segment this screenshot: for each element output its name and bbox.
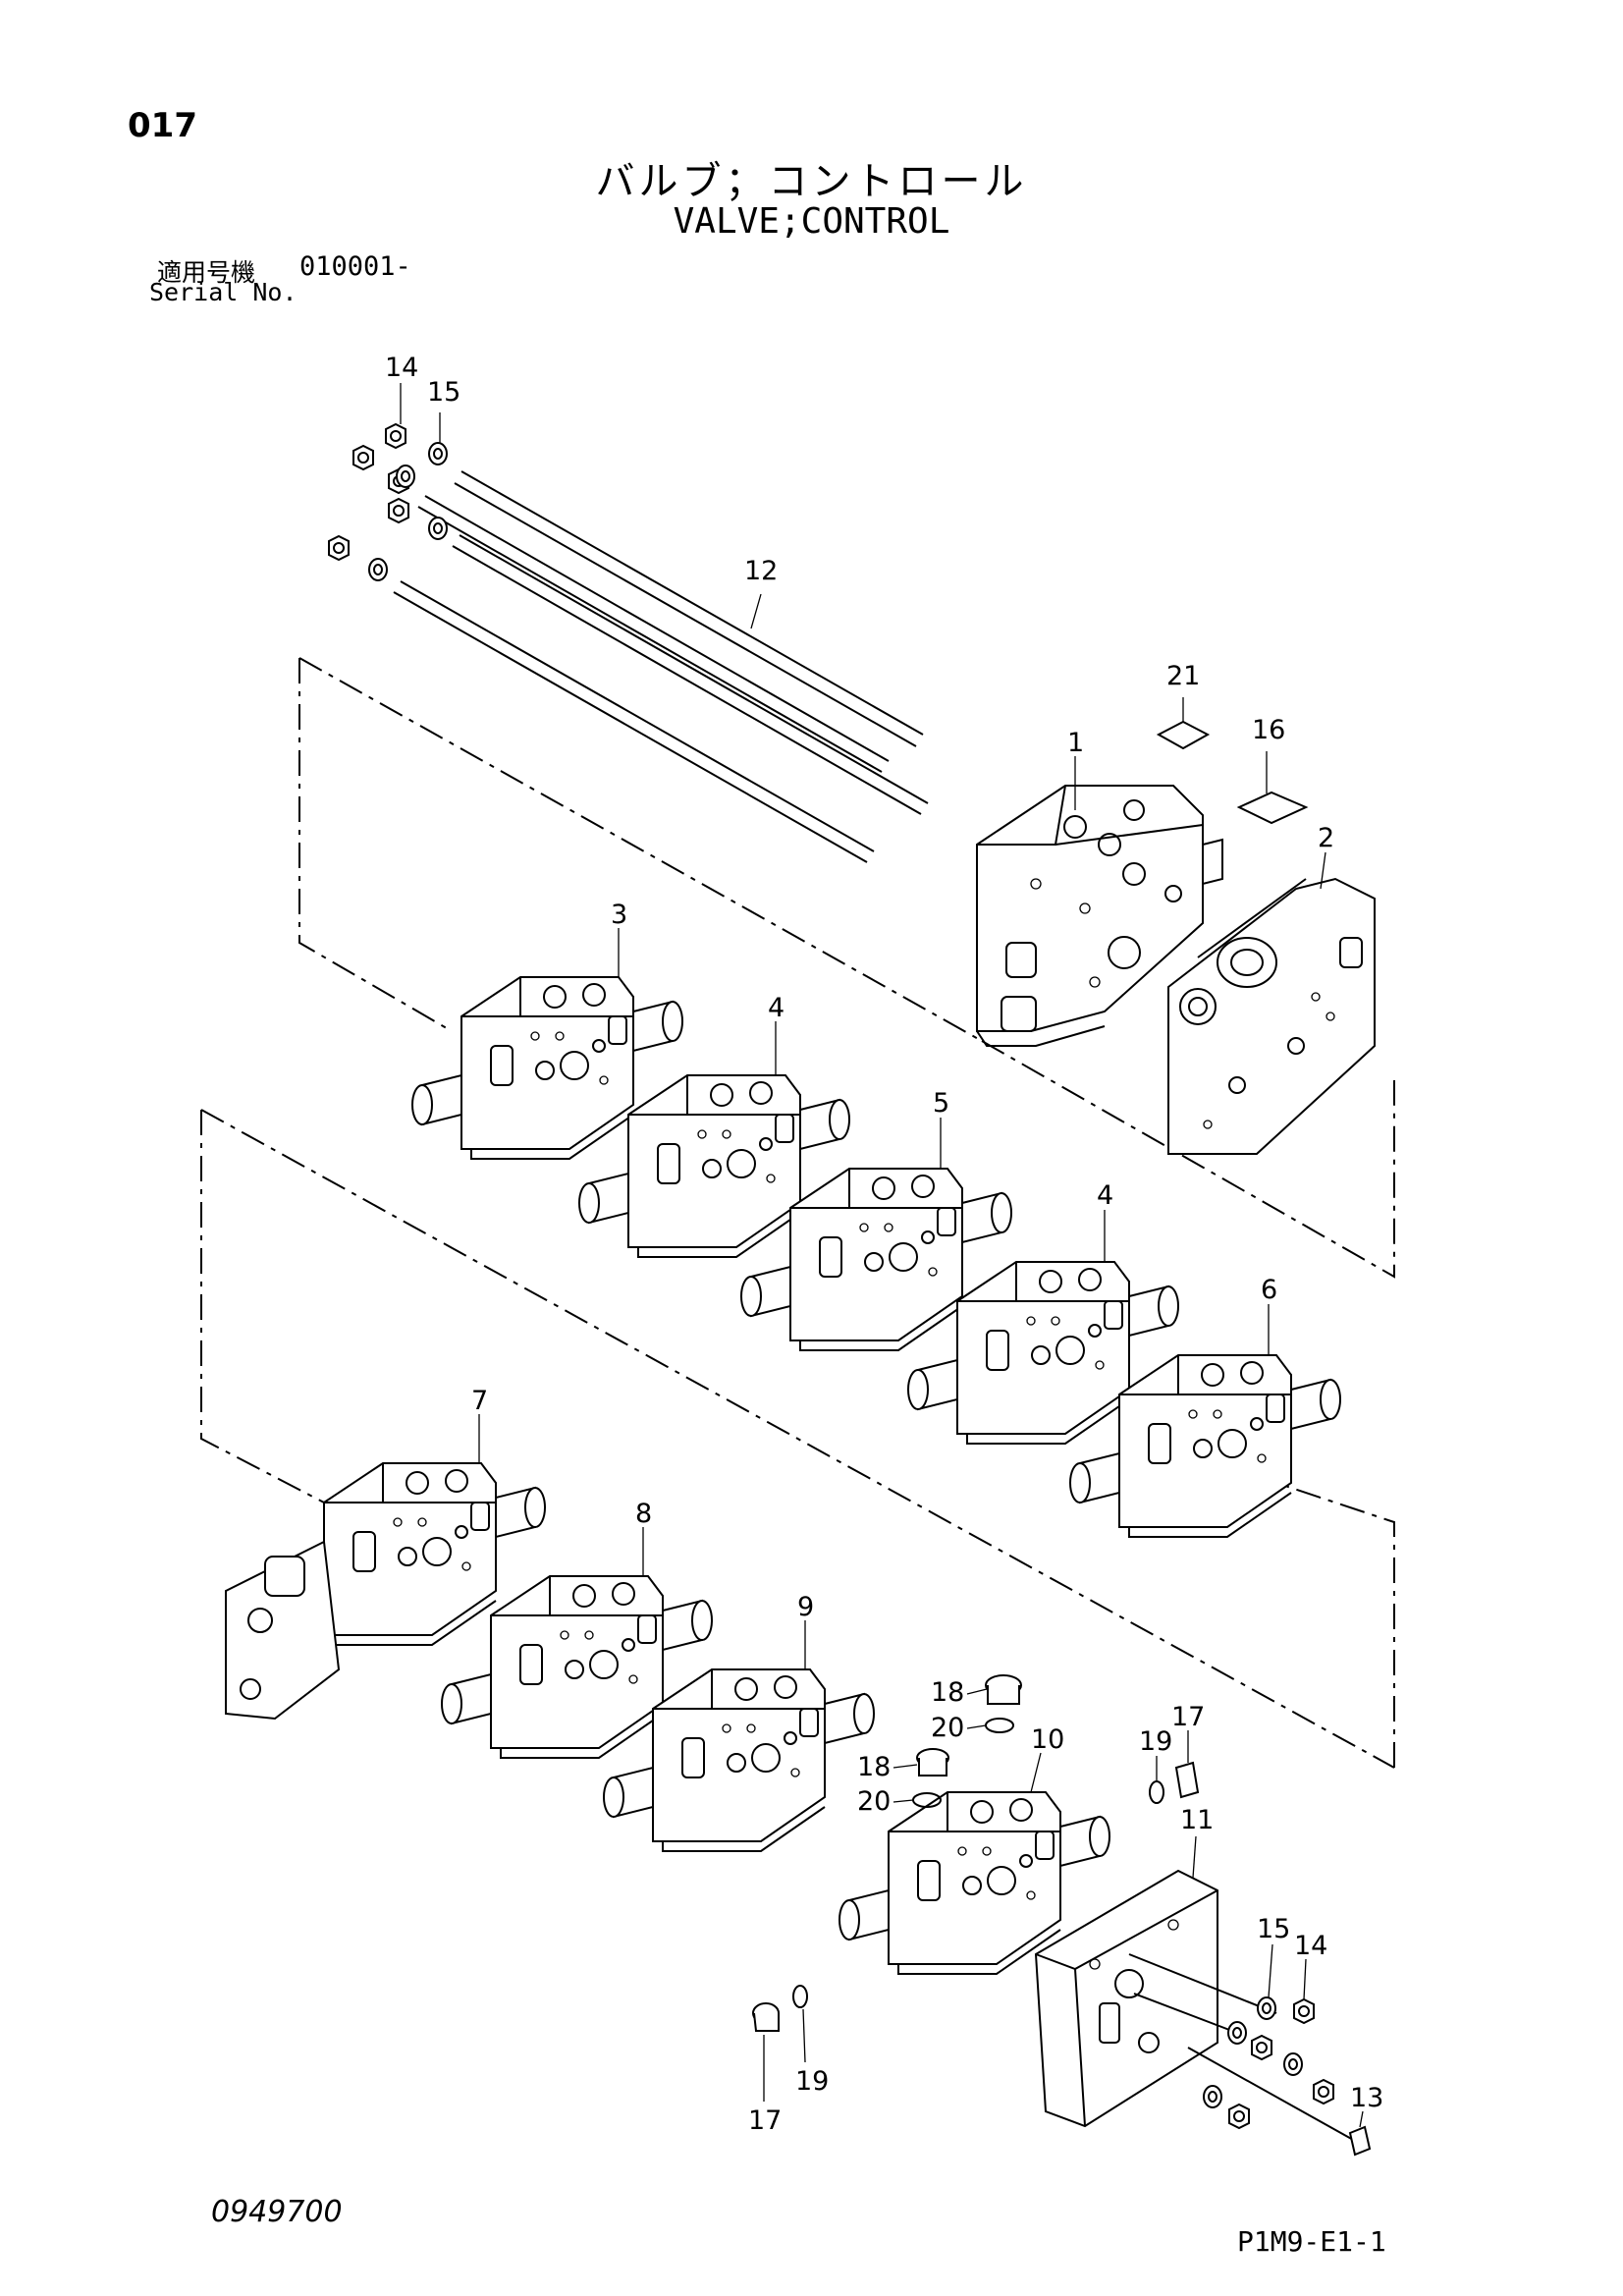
- callout-7: 7: [471, 1386, 488, 1416]
- callout-13: 13: [1350, 2083, 1383, 2113]
- title-english: VALVE;CONTROL: [673, 201, 950, 242]
- callout-leaders: [400, 383, 1364, 2128]
- callout-8: 8: [635, 1499, 652, 1529]
- callout-3: 3: [611, 900, 627, 930]
- tie-bolt-group: [393, 470, 929, 863]
- figure-code: P1M9-E1-1: [1237, 2225, 1386, 2258]
- callout-12: 12: [744, 556, 778, 586]
- callout-labels: 14 15 12 21 16 1 2 3 4 5 4 6 7 8 9 18 20…: [385, 353, 1383, 2136]
- callout-17-bottom: 17: [748, 2105, 782, 2136]
- page-number: 017: [128, 106, 197, 145]
- callout-5: 5: [933, 1088, 949, 1119]
- work-section-part-7: [225, 1462, 546, 1721]
- callout-18-upper: 18: [931, 1677, 964, 1708]
- title-japanese: バルブ；コントロール: [595, 159, 1028, 204]
- callout-4-second: 4: [1097, 1180, 1113, 1211]
- callout-1: 1: [1067, 728, 1084, 758]
- callout-15-bottom: 15: [1257, 1914, 1290, 1944]
- callout-16: 16: [1252, 715, 1285, 745]
- callout-17-right: 17: [1171, 1702, 1205, 1732]
- label-plate-group: [1156, 720, 1309, 825]
- assembly-outline-lines: [200, 657, 1395, 1769]
- nut-washer-group-top: [328, 423, 448, 581]
- callout-15-top: 15: [427, 377, 460, 408]
- inlet-section-part-1: [976, 785, 1223, 1047]
- callout-10: 10: [1031, 1724, 1064, 1755]
- callout-14-bottom: 14: [1294, 1931, 1327, 1961]
- callout-9: 9: [797, 1592, 814, 1622]
- callout-6: 6: [1261, 1275, 1277, 1305]
- nut-washer-group-bottom: [1128, 1953, 1372, 2157]
- callout-18-lower: 18: [857, 1752, 891, 1782]
- callout-4-first: 4: [768, 993, 784, 1023]
- outlet-section-part-2: [1167, 877, 1376, 1155]
- serial-label-japanese: 適用号機: [157, 258, 256, 287]
- callout-19-bottom: 19: [795, 2066, 829, 2097]
- end-cover-part-11: [1034, 1869, 1218, 2128]
- callout-2: 2: [1318, 823, 1334, 853]
- serial-number-value: 010001-: [299, 251, 411, 282]
- serial-label-english: Serial No.: [149, 278, 298, 306]
- callout-19-right: 19: [1139, 1726, 1172, 1757]
- plug-oring-group: [752, 1674, 1200, 2032]
- callout-20-lower: 20: [857, 1786, 891, 1817]
- callout-14-top: 14: [385, 353, 418, 383]
- document-number: 0949700: [211, 2195, 343, 2229]
- callout-21: 21: [1166, 661, 1200, 691]
- callout-20-upper: 20: [931, 1713, 964, 1743]
- callout-11: 11: [1180, 1805, 1214, 1835]
